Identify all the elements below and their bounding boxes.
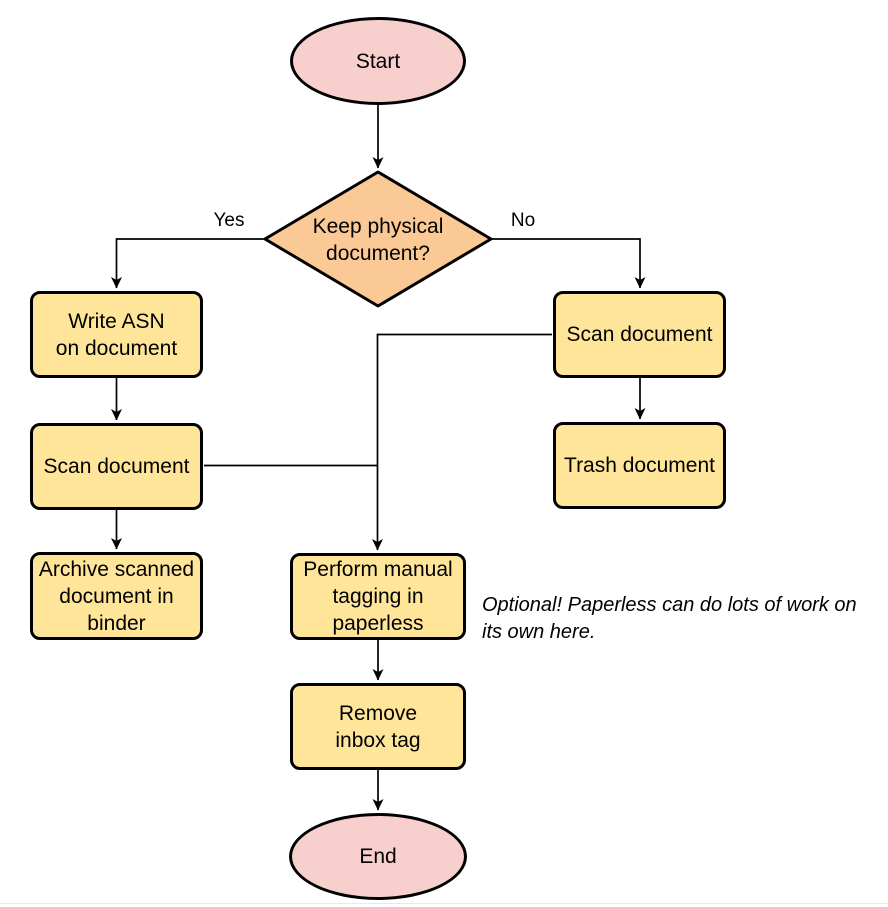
node-decision-label: Keep physical document? [312,215,444,265]
edge-label-no: No [510,210,536,231]
node-remove-inbox-tag: Remove inbox tag [290,683,466,770]
node-scan-document-left-label: Scan document [43,455,190,478]
node-end: End [289,813,467,900]
node-scan-document-right: Scan document [553,291,726,378]
edge-scan-right-tagging [372,333,552,551]
node-manual-tagging: Perform manual tagging in paperless [290,553,466,640]
node-trash-document: Trash document [553,422,726,509]
edge-label-yes: Yes [213,210,245,231]
page-bottom-divider [0,903,888,904]
node-scan-document-right-label: Scan document [566,323,713,346]
edge-decision-write-asn [111,238,266,289]
node-scan-document-left: Scan document [30,423,203,510]
node-remove-inbox-tag-label: Remove inbox tag [335,701,421,752]
node-end-label: End [359,845,397,868]
node-write-asn: Write ASN on document [30,291,203,378]
node-manual-tagging-label: Perform manual tagging in paperless [303,558,453,635]
node-write-asn-label: Write ASN on document [55,309,178,360]
annotation-optional-note: Optional! Paperless can do lots of work … [482,594,857,643]
node-archive-binder-label: Archive scanned document in binder [38,557,195,635]
node-start-label: Start [355,49,401,73]
node-start: Start [290,17,466,105]
decision-diamond [263,170,493,308]
edge-decision-scan-right [490,238,646,289]
node-trash-document-label: Trash document [564,454,715,477]
node-archive-binder: Archive scanned document in binder [30,552,203,640]
